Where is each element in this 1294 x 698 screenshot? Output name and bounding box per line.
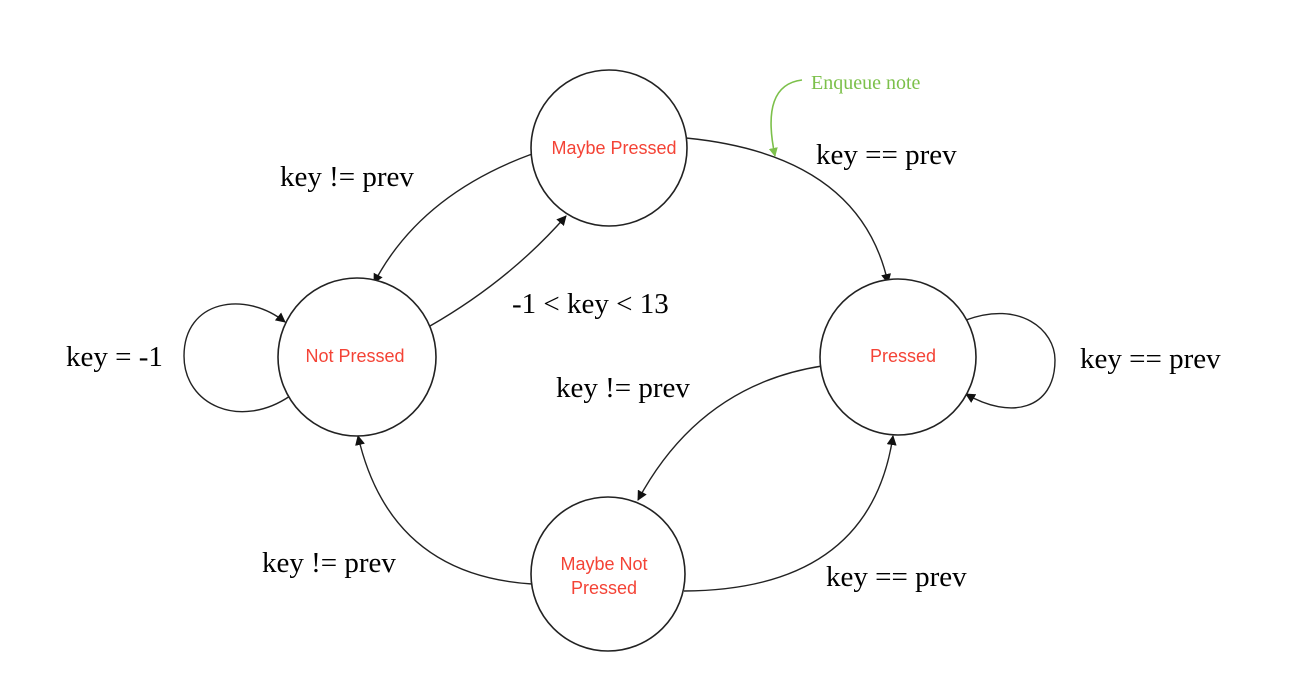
state-maybe-not-pressed-label-line2: Pressed — [571, 578, 637, 598]
state-maybe-pressed-label: Maybe Pressed — [551, 138, 676, 158]
state-maybe-not-pressed-circle — [530, 496, 686, 652]
state-not-pressed: Not Pressed — [277, 277, 437, 437]
edge-maybe-not-pressed-to-not-pressed — [355, 435, 533, 585]
state-pressed: Pressed — [819, 278, 977, 436]
state-maybe-pressed: Maybe Pressed — [530, 69, 688, 227]
edge-pressed-to-maybe-not-pressed — [637, 365, 823, 501]
state-pressed-label: Pressed — [870, 346, 936, 366]
edge-not-pressed-to-maybe-pressed — [429, 215, 567, 327]
label-maybe-pressed-to-not-pressed: key != prev — [280, 161, 414, 193]
edge-not-pressed-self-loop — [183, 303, 291, 413]
edge-maybe-pressed-to-not-pressed — [373, 153, 533, 284]
label-pressed-self: key == prev — [1080, 343, 1221, 375]
label-maybe-not-pressed-to-not-pressed: key != prev — [262, 547, 396, 579]
note-pointer — [768, 79, 803, 157]
state-maybe-pressed-circle — [530, 69, 688, 227]
label-maybe-pressed-to-pressed: key == prev — [816, 139, 957, 171]
enqueue-note-label: Enqueue note — [811, 72, 921, 94]
state-not-pressed-circle — [277, 277, 437, 437]
edge-maybe-not-pressed-to-pressed — [683, 435, 897, 592]
edge-pressed-self-loop — [965, 312, 1056, 409]
state-maybe-not-pressed: Maybe Not Pressed — [530, 496, 686, 652]
edge-maybe-pressed-to-pressed — [685, 137, 891, 284]
state-not-pressed-label: Not Pressed — [305, 346, 404, 366]
label-pressed-to-maybe-not-pressed: key != prev — [556, 372, 690, 404]
state-maybe-not-pressed-label-line1: Maybe Not — [560, 554, 647, 574]
label-not-pressed-self: key = -1 — [66, 341, 163, 373]
label-maybe-not-pressed-to-pressed: key == prev — [826, 561, 967, 593]
state-pressed-circle — [819, 278, 977, 436]
label-not-pressed-to-maybe-pressed: -1 < key < 13 — [512, 288, 669, 320]
